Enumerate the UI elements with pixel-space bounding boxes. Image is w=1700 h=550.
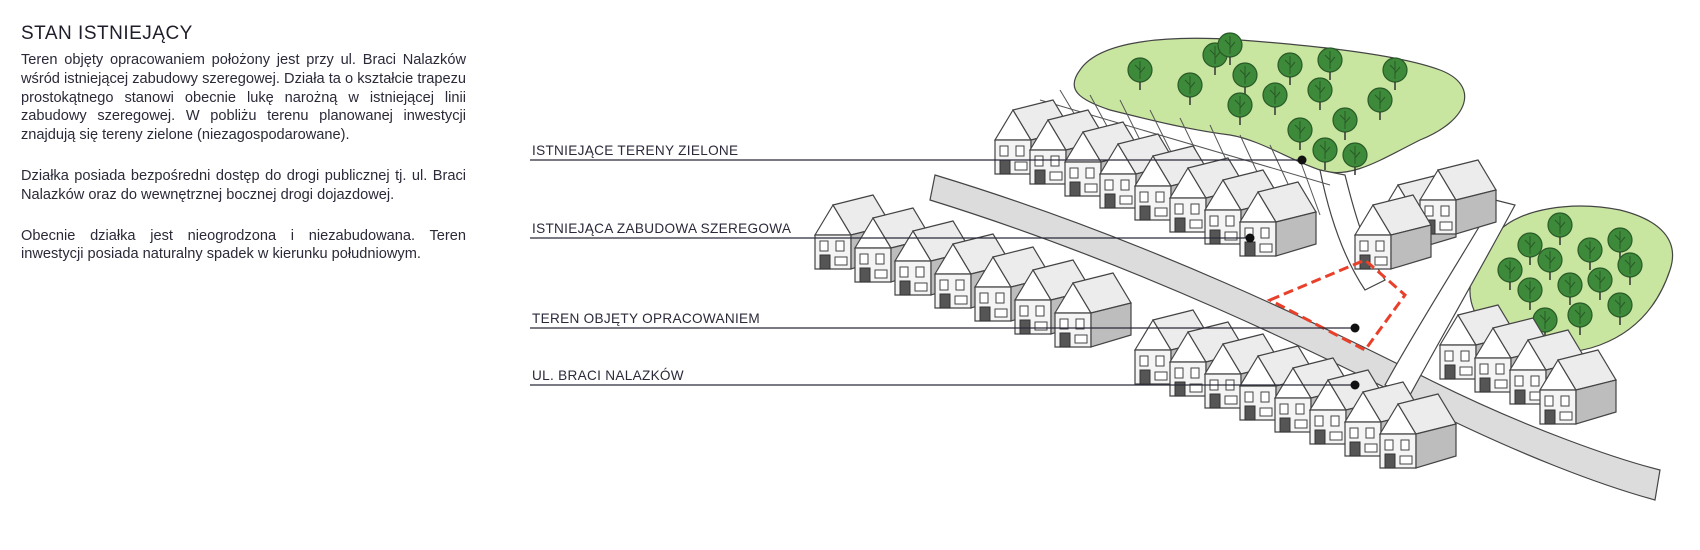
- label-street: UL. BRACI NALAZKÓW: [532, 368, 684, 383]
- paragraph-status: Obecnie działka jest nieogrodzona i niez…: [21, 227, 466, 263]
- street-road: [929, 174, 1661, 501]
- leader-lines: [530, 159, 1355, 386]
- label-study-area: TEREN OBJĘTY OPRACOWANIEM: [532, 311, 760, 326]
- text-panel: STAN ISTNIEJĄCY Teren objęty opracowanie…: [21, 22, 466, 286]
- leader-dots: [1245, 155, 1360, 390]
- label-terraced-housing: ISTNIEJĄCA ZABUDOWA SZEREGOWA: [532, 221, 792, 236]
- paragraph-location: Teren objęty opracowaniem położony jest …: [21, 52, 466, 144]
- paragraph-access: Działka posiada bezpośredni dostęp do dr…: [21, 167, 466, 203]
- section-title: STAN ISTNIEJĄCY: [21, 23, 193, 44]
- study-area-plot: [1266, 258, 1408, 352]
- label-green-areas: ISTNIEJĄCE TERENY ZIELONE: [532, 143, 738, 158]
